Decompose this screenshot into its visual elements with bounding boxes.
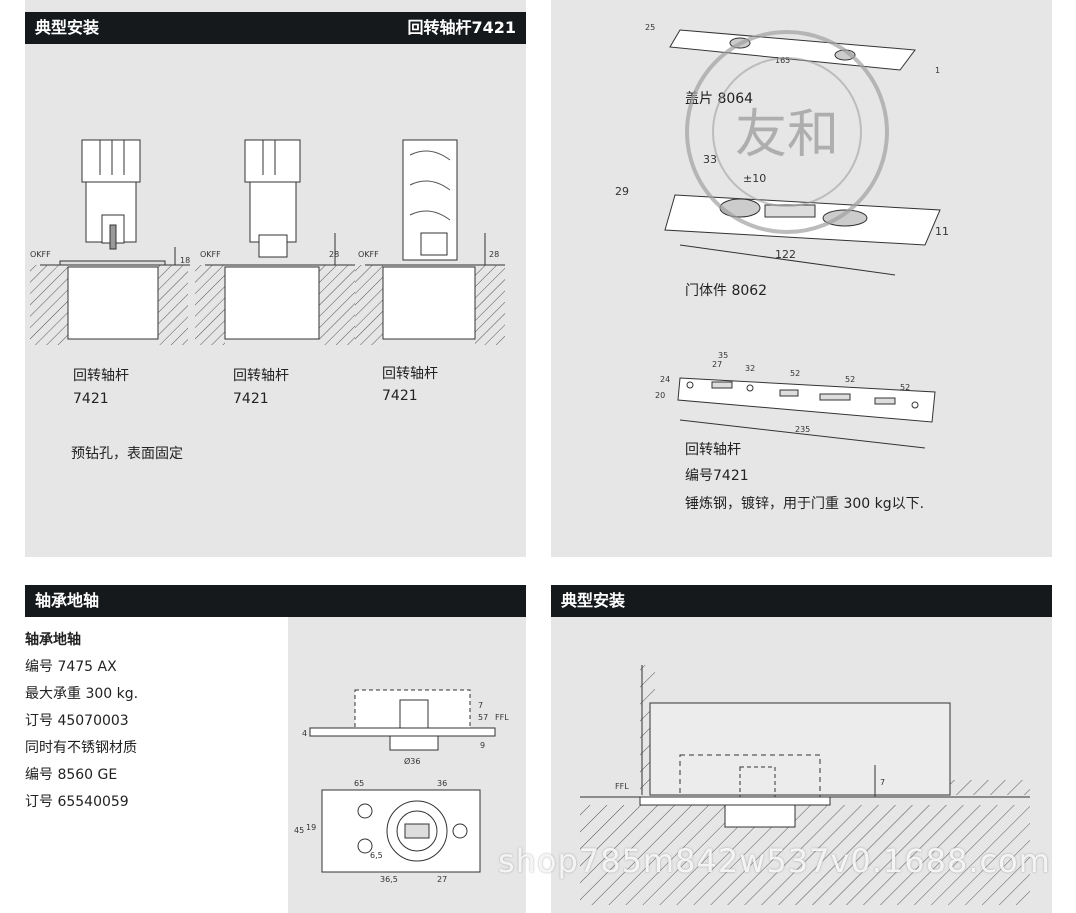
door-part-label: 门体件 8062 (685, 283, 768, 299)
caption-1-name: 回转轴杆 (73, 368, 129, 384)
bearing-dim-36: 36 (437, 779, 447, 788)
pivot-dim-32: 32 (745, 364, 755, 373)
bearing-line-7: 订号 65540059 (25, 794, 129, 810)
panel1-header: 典型安装 回转轴杆7421 (25, 12, 526, 44)
door-dim-pm10: ±10 (743, 172, 766, 185)
bearing-dim-7: 7 (478, 701, 483, 710)
pivot-line1: 回转轴杆 (685, 442, 741, 458)
cover-label: 盖片 8064 (685, 91, 754, 107)
caption-3-name: 回转轴杆 (382, 366, 438, 382)
bearing-line-5: 同时有不锈钢材质 (25, 740, 137, 756)
okff-label-1: OKFF (30, 250, 51, 259)
bearing-install-diagram: FFL 7 (580, 665, 1030, 905)
bearing-side-view: 7 57 4 9 Ø36 FFL (302, 689, 509, 766)
bearing-line-2: 编号 7475 AX (25, 659, 117, 675)
height-label-2: 28 (329, 250, 339, 259)
install-diagram-2: OKFF 28 (195, 139, 355, 345)
bearing-dim-d36: Ø36 (404, 756, 420, 766)
install-diagram-1: OKFF 18 (30, 139, 190, 345)
panel1-note: 预钻孔，表面固定 (71, 446, 183, 462)
okff-label-3: OKFF (358, 250, 379, 259)
panel1-title-right: 回转轴杆7421 (407, 18, 516, 37)
bearing-dim-27: 27 (437, 875, 447, 884)
bearing-dim-65: 65 (354, 779, 364, 788)
pivot-dim-52c: 52 (900, 383, 910, 392)
bearing-line-1: 轴承地轴 (25, 632, 81, 648)
bearing-dim-ffl: FFL (495, 713, 509, 722)
cover-plate-drawing: 25 165 1 (645, 23, 940, 75)
bearing-dim-36-5: 36,5 (380, 875, 398, 884)
caption-1-code: 7421 (73, 391, 109, 407)
okff-label-2: OKFF (200, 250, 221, 259)
panel3-header: 轴承地轴 (25, 585, 526, 617)
bearing-dim-4: 4 (302, 729, 307, 738)
caption-2-code: 7421 (233, 391, 269, 407)
bearing-dim-57: 57 (478, 713, 488, 722)
install-diagram-3: OKFF 28 (355, 139, 505, 345)
cover-dim-1: 1 (935, 66, 940, 75)
pivot-line3: 锤炼钢，镀锌，用于门重 300 kg以下. (685, 496, 925, 512)
caption-2-name: 回转轴杆 (233, 368, 289, 384)
pivot-dim-52b: 52 (845, 375, 855, 384)
bearing-line-6: 编号 8560 GE (25, 767, 118, 783)
shop-watermark: shop785m842w537v0.1688.com (498, 842, 1051, 880)
cover-dim-25: 25 (645, 23, 655, 32)
height-label-1: 18 (180, 256, 190, 265)
door-dim-122: 122 (775, 248, 796, 261)
pivot-dim-24: 24 (660, 375, 670, 384)
bearing-dim-9: 9 (480, 741, 485, 750)
ffl-label: FFL (615, 782, 629, 791)
panel-bearing-text-area (25, 585, 288, 913)
pivot-dim-235: 235 (795, 425, 810, 434)
door-part-drawing: 33 ±10 29 11 122 (615, 153, 949, 276)
panel4-title: 典型安装 (561, 591, 626, 610)
install-height-7: 7 (880, 778, 885, 787)
bearing-top-view: 65 36 45 19 6,5 36,5 27 (294, 779, 481, 884)
cover-dim-165: 165 (775, 56, 790, 65)
pivot-arm-drawing: 35 27 32 52 52 52 24 20 235 (655, 351, 936, 449)
height-label-3: 28 (489, 250, 499, 259)
door-dim-11: 11 (935, 225, 949, 238)
panel1-title: 典型安装 (35, 18, 100, 37)
bearing-dim-19: 19 (306, 823, 316, 832)
pivot-dim-20: 20 (655, 391, 665, 400)
pivot-line2: 编号7421 (685, 468, 749, 484)
bearing-dim-6-5: 6,5 (370, 851, 383, 860)
pivot-dim-35: 35 (718, 351, 728, 360)
bearing-line-3: 最大承重 300 kg. (25, 686, 139, 702)
panel3-title: 轴承地轴 (35, 591, 100, 610)
bearing-line-4: 订号 45070003 (25, 713, 129, 729)
bearing-dim-45: 45 (294, 826, 304, 835)
caption-3-code: 7421 (382, 388, 418, 404)
pivot-dim-52a: 52 (790, 369, 800, 378)
door-dim-33: 33 (703, 153, 717, 166)
panel4-header: 典型安装 (551, 585, 1052, 617)
pivot-dim-27: 27 (712, 360, 722, 369)
door-dim-29: 29 (615, 185, 629, 198)
